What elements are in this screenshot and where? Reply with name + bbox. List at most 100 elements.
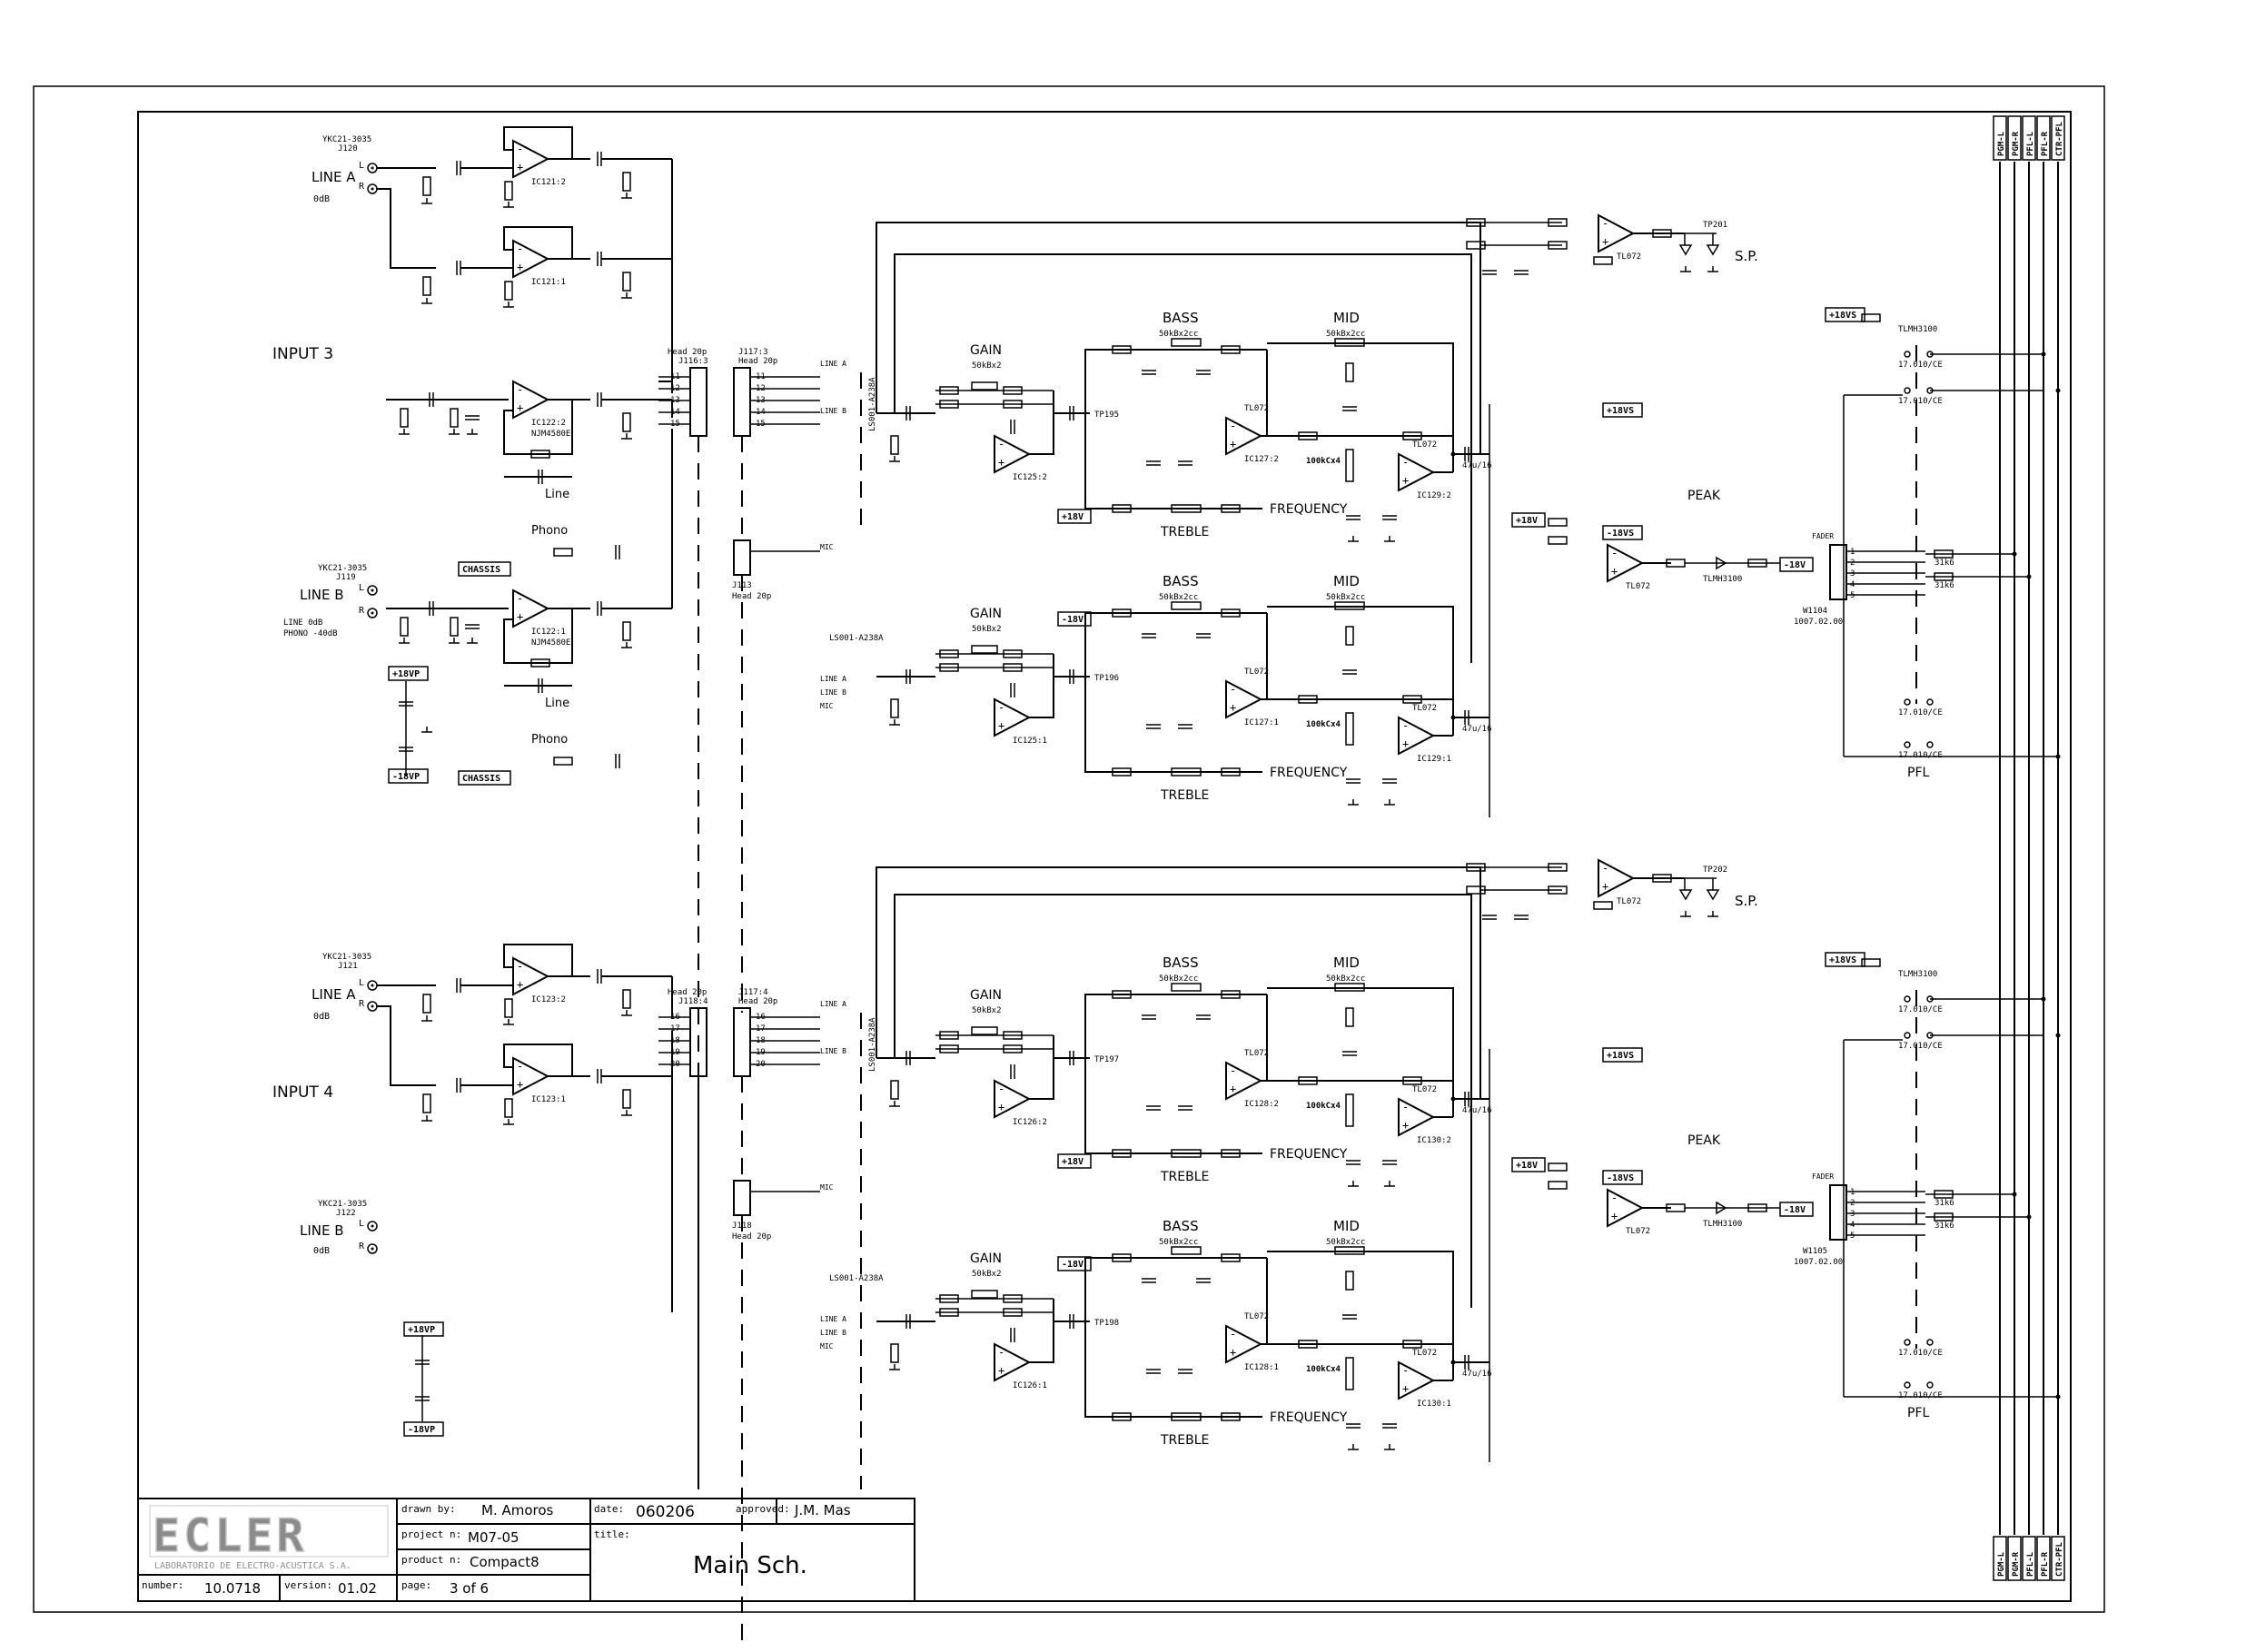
- res-value: 31k6: [1935, 559, 1954, 568]
- inner-border: [137, 111, 2072, 1602]
- bus-tag-box: [1993, 115, 2007, 161]
- op-amp-plus: +: [517, 261, 523, 273]
- supply-tag-box: [1057, 1153, 1092, 1169]
- eq-channel-4: GAIN50kBx2-+IC126:1TP198BASS50kBx2ccTREB…: [876, 1218, 1492, 1450]
- op-amp-plus: +: [1230, 701, 1236, 714]
- line-a-label: LINE A: [312, 986, 356, 1003]
- input-title: INPUT 3: [272, 345, 333, 363]
- op-amp-minus: -: [1402, 456, 1409, 469]
- bass-label: BASS: [1163, 573, 1199, 589]
- resistor: [1466, 885, 1486, 895]
- sp-label: S.P.: [1735, 893, 1758, 909]
- channel-r: R: [359, 606, 365, 616]
- switch-contact: [1904, 1339, 1911, 1346]
- res-value: 31k6: [1935, 1199, 1954, 1208]
- op-amp-minus: -: [1402, 1101, 1409, 1113]
- op-amp-minus: -: [1230, 1328, 1236, 1340]
- gain-pot: [971, 1290, 998, 1299]
- op-amp-plus: +: [1230, 1083, 1236, 1095]
- op-amp-symbol: [1225, 1061, 1263, 1101]
- resistor: [1466, 218, 1486, 227]
- mid-label: MID: [1333, 1218, 1360, 1234]
- line-a-tap: LINE A: [820, 360, 846, 368]
- op-amp-plus: +: [517, 401, 523, 414]
- treble-pot: [1171, 1149, 1202, 1158]
- resistor: [1402, 695, 1422, 704]
- bus-label-bottom: PFL-L: [2026, 1551, 2035, 1577]
- fader-pin: 4: [1850, 1221, 1855, 1230]
- switch-ref: 17.010/CE: [1898, 708, 1943, 717]
- switch-contact: [1904, 1381, 1911, 1389]
- sp-label: S.P.: [1735, 248, 1758, 264]
- resistor: [1298, 695, 1318, 704]
- jack-ref: J119: [336, 573, 356, 582]
- op-amp-ref: IC129:2: [1417, 491, 1451, 500]
- project-value: M07-05: [468, 1529, 519, 1546]
- bus-label-bottom: PFL-R: [2041, 1551, 2050, 1577]
- resistor: [1298, 431, 1318, 440]
- op-amp-minus: -: [1602, 217, 1608, 230]
- jack-ref: J122: [336, 1209, 356, 1218]
- op-amp-part: TL072: [1244, 668, 1269, 677]
- line-b-label: LINE B: [300, 587, 344, 603]
- op-amp-plus: +: [1230, 1346, 1236, 1359]
- resistor: [622, 172, 631, 192]
- wire: [894, 253, 1472, 663]
- op-amp-symbol: [512, 239, 550, 279]
- supply-tag-box: [1057, 509, 1092, 524]
- frequency-label: FREQUENCY: [1270, 766, 1348, 780]
- switch-line-label: Line: [545, 697, 569, 710]
- op-amp-minus: -: [1611, 1192, 1618, 1204]
- resistor: [1112, 990, 1132, 999]
- wire: [1267, 606, 1454, 699]
- op-amp-ref: IC127:1: [1244, 718, 1279, 727]
- bus-tag-box: [2022, 115, 2036, 161]
- op-amp-ref: TL072: [1626, 582, 1650, 591]
- line-a-label: LINE A: [312, 169, 356, 185]
- test-point: TP195: [1094, 411, 1119, 420]
- test-point: TP201: [1703, 221, 1727, 230]
- fader-pin: 1: [1850, 548, 1855, 557]
- version-label: version:: [284, 1579, 332, 1591]
- resistor: [1221, 504, 1241, 513]
- relay-ref: LS001-A238A: [829, 1274, 884, 1283]
- gain-pot: [971, 645, 998, 654]
- junction: [1450, 451, 1456, 457]
- resistor: [553, 548, 573, 557]
- resistor: [1861, 958, 1881, 967]
- bass-pot: [1171, 338, 1202, 347]
- jack-symbol: [367, 1221, 378, 1232]
- resistor: [1652, 229, 1672, 238]
- wire: [1084, 1321, 1262, 1418]
- mic-label: MIC: [820, 1183, 834, 1192]
- date-value: 060206: [636, 1503, 695, 1521]
- switch-phono-label: Phono: [531, 524, 568, 538]
- op-amp-symbol: [1398, 452, 1436, 492]
- version-value: 01.02: [338, 1580, 377, 1597]
- resistor: [890, 698, 899, 718]
- resistor: [1345, 1271, 1354, 1291]
- resistor: [1548, 1181, 1568, 1190]
- neg-supply-tag: -18V: [1784, 560, 1806, 570]
- switch-contact: [1904, 1032, 1911, 1039]
- jack-pin: [371, 187, 374, 191]
- approved-label: approved:: [736, 1503, 790, 1515]
- op-amp-part: TL072: [1412, 440, 1437, 450]
- line-a-level: 0dB: [313, 194, 330, 204]
- op-amp-ref: IC127:2: [1244, 455, 1279, 464]
- op-amp-minus: -: [998, 1083, 1004, 1095]
- fader-pin: 2: [1850, 1199, 1855, 1208]
- cap-value: 47u/16: [1462, 1370, 1492, 1379]
- op-amp-symbol: [1607, 543, 1645, 583]
- wire: [1029, 654, 1054, 718]
- bus-label-top: CTR-PFL: [2055, 121, 2064, 156]
- led-part: TLMH3100: [1703, 1220, 1742, 1229]
- header-ref: J118:4: [678, 997, 708, 1006]
- op-amp-part: TL072: [1244, 1312, 1269, 1321]
- product-label: product n:: [401, 1554, 461, 1566]
- resistor: [450, 617, 459, 637]
- pos-supply-tag: +18V: [1516, 1161, 1538, 1171]
